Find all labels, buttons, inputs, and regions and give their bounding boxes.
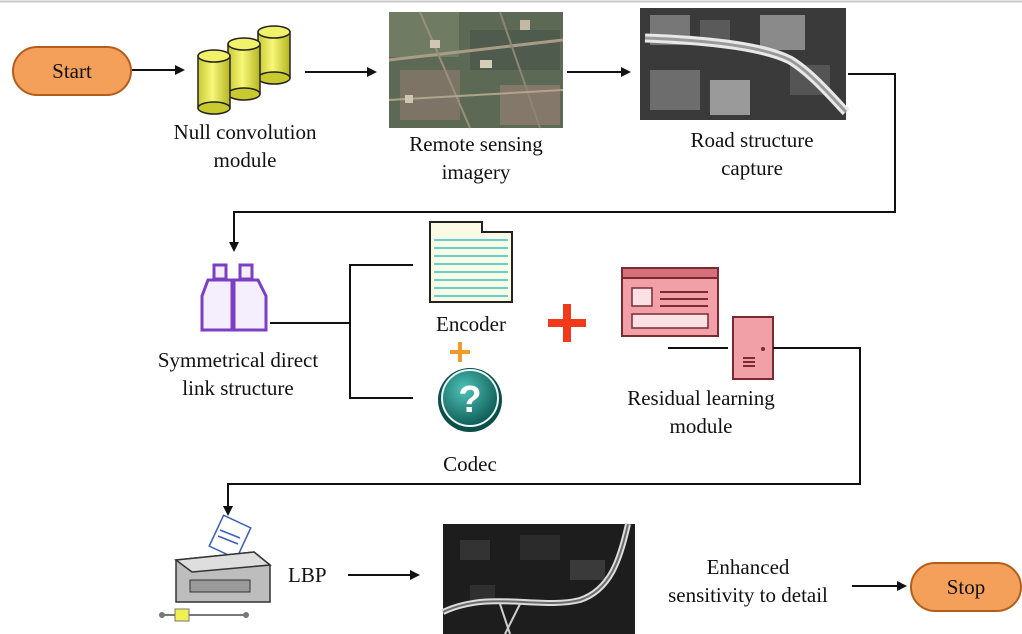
- enhanced-road-image: [441, 523, 635, 634]
- help-circle-icon: ?: [438, 368, 502, 432]
- remote-sensing-image: [388, 11, 564, 129]
- lbp-label: LBP: [288, 563, 327, 587]
- residual-label: Residual learning module: [627, 386, 775, 438]
- document-icon: [429, 221, 513, 303]
- plus-icon: [548, 304, 586, 342]
- binoculars-icon: [200, 263, 268, 332]
- symmetrical-label: Symmetrical direct link structure: [157, 348, 319, 400]
- arrow-road-to-symmetrical: [229, 73, 896, 252]
- null-convolution-label: Null convolution module: [173, 120, 317, 172]
- database-cylinders-icon: [197, 25, 291, 115]
- enhanced-sensitivity-label: Enhanced sensitivity to detail: [668, 555, 828, 607]
- printer-machine-icon: [159, 514, 272, 622]
- start-terminal[interactable]: Start: [12, 46, 132, 96]
- road-structure-image: [640, 8, 850, 120]
- codec-label: Codec: [443, 452, 497, 476]
- svg-text:?: ?: [458, 379, 481, 421]
- window-computer-icon: [621, 267, 774, 380]
- small-plus-icon: [450, 342, 470, 362]
- road-structure-label: Road structure capture: [690, 128, 814, 180]
- arrow-residual-to-lbp: [223, 347, 861, 516]
- remote-sensing-label: Remote sensing imagery: [409, 132, 543, 184]
- stop-label: Stop: [946, 575, 986, 599]
- encoder-label: Encoder: [436, 312, 506, 336]
- bracket-encoder-codec: [349, 264, 413, 399]
- stop-terminal[interactable]: Stop: [910, 562, 1022, 612]
- start-label: Start: [52, 59, 92, 83]
